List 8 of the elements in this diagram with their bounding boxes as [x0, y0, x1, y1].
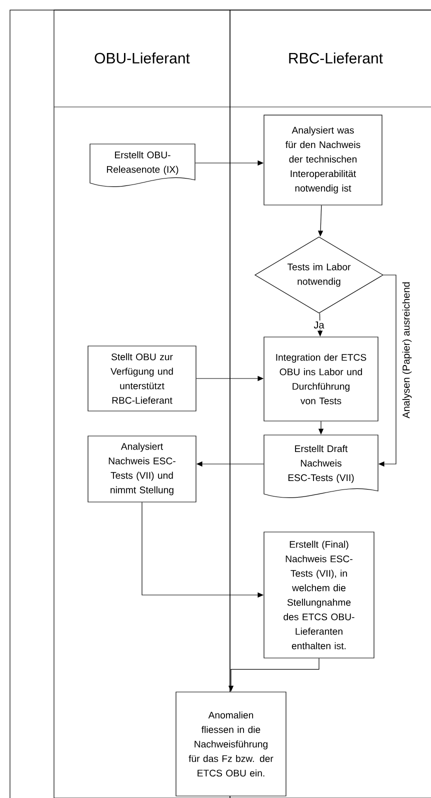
process-box: Erstellt (Final) Nachweis ESC-Tests (VII), in welchem die Stellungnahme des ETCS OBU-Lieferanten enthalten ist.: [264, 532, 374, 658]
process-box: Integration der ETCS OBU ins Labor und Durchführung von Tests: [264, 336, 378, 422]
process-box: Analysiert was für den Nachweis der technischen Interoperabilität notwendig ist: [264, 114, 382, 206]
process-box: Anomalien fliessen in die Nachweisführung für das Fz bzw. der ETCS OBU ein.: [176, 692, 286, 796]
process-box: Stellt OBU zur Verfügung und unterstützt RBC-Lieferant: [88, 346, 196, 412]
process-box: Analysiert Nachweis ESC-Tests (VII) und nimmt Stellung: [88, 436, 196, 502]
edge-label: Ja: [312, 320, 326, 330]
edge-label: Analysen (Papier) ausreichend: [401, 280, 413, 420]
